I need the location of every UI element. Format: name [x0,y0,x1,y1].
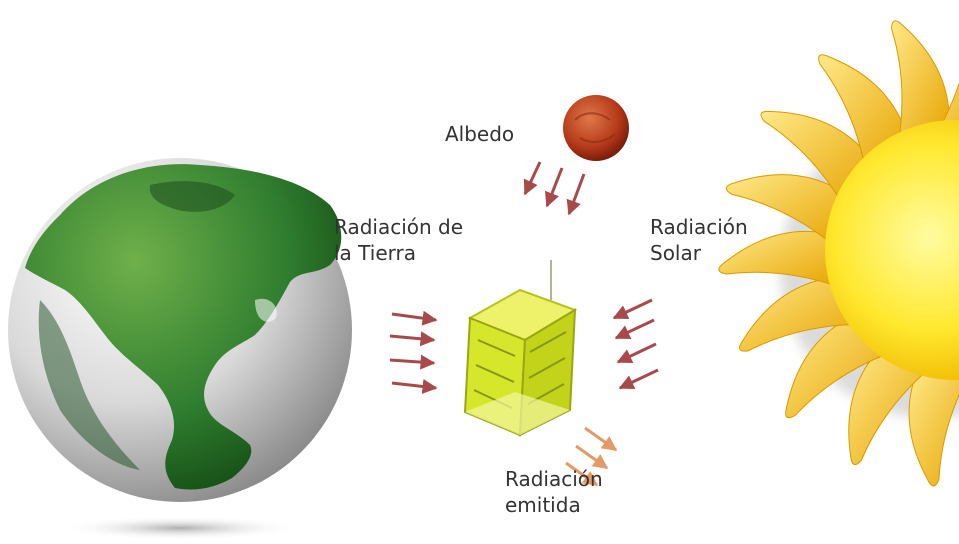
albedo-arrow [523,161,542,196]
solar-arrow [612,298,653,320]
solar-arrow [616,342,657,364]
earth-arrow [391,379,438,394]
satellite-frame [473,331,567,409]
sun-ray [938,82,959,131]
sun-ray [718,230,839,288]
emitted-radiation-label: Radiación emitida [505,466,603,518]
emitted-radiation-line-2: emitida [505,493,581,517]
solar-radiation-line-2: Solar [650,241,701,265]
earth-radiation-line-2: la Tierra [334,241,416,265]
globe-shading [38,300,140,470]
albedo-label-text: Albedo [445,122,515,146]
globe-icon [8,158,352,540]
sun-ray [818,54,909,168]
sun-core [825,120,959,380]
globe-continents [25,164,342,490]
emitted-arrow [584,426,618,452]
earth-arrow [389,331,436,347]
solar-arrow [618,368,659,390]
solar-radiation-arrows [612,298,659,390]
earth-radiation-arrows [389,310,438,394]
sun-ray [760,110,873,204]
earth-arrow [391,310,438,326]
planet-icon [563,95,629,161]
emitted-arrow [575,444,609,470]
sun-ray [891,20,950,142]
solar-radiation-label: Radiación Solar [650,214,748,266]
albedo-label: Albedo [445,121,514,147]
sun-ray [848,347,929,466]
emitted-radiation-arrows [565,426,618,487]
solar-radiation-line-1: Radiación [650,215,748,239]
albedo-arrows [523,161,586,216]
emitted-arrow [565,461,599,487]
lake-shape [255,298,277,322]
greenland-shape [149,181,235,212]
earth-radiation-label: Radiación de la Tierra [334,214,463,266]
sun-ray [739,276,859,352]
sun-ray [785,315,890,419]
sun-rays [718,20,959,487]
earth-arrow [389,354,436,370]
emitted-radiation-line-1: Radiación [505,467,603,491]
cubesat-icon [463,260,578,437]
albedo-arrow [566,173,586,216]
sun-icon [718,20,959,487]
globe-shadow [60,516,300,540]
planet-texture [574,112,616,143]
sun-ray [908,366,959,487]
earth-radiation-line-1: Radiación de [334,215,464,239]
solar-arrow [614,318,655,340]
satellite-bottom [465,392,570,435]
sun-ray [725,174,847,245]
albedo-arrow [544,167,564,208]
